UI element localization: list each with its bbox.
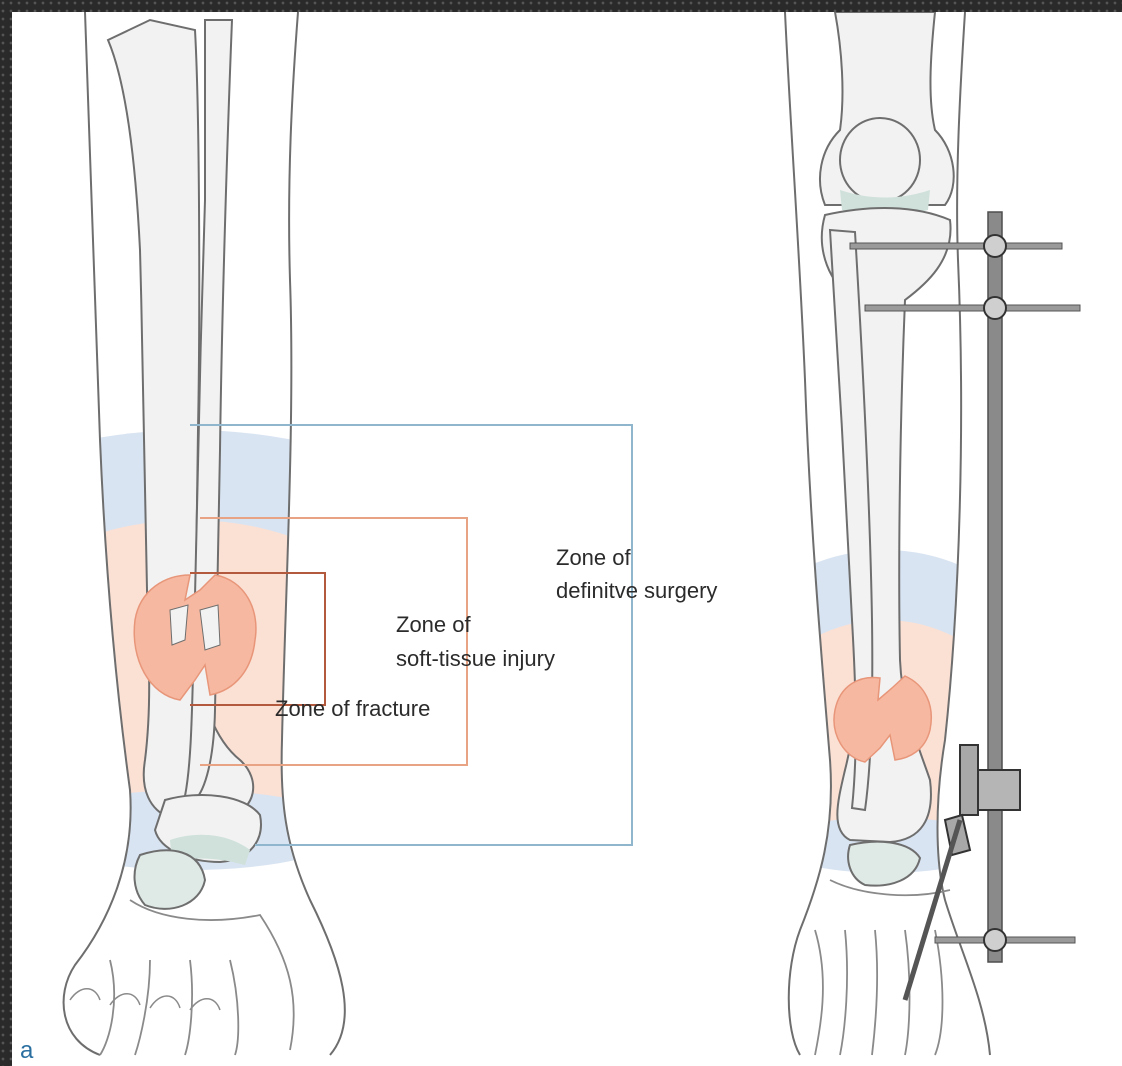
panel-label: a xyxy=(20,1037,34,1064)
clamp-3 xyxy=(984,929,1006,951)
label-definitive-2: definitve surgery xyxy=(556,578,717,603)
figure-canvas: Zone of definitve surgery Zone of soft-t… xyxy=(12,12,1122,1066)
leg-diagram: Zone of definitve surgery Zone of soft-t… xyxy=(12,12,1122,1066)
left-leg xyxy=(12,12,520,1066)
right-leg xyxy=(685,12,1085,1066)
clamp-2 xyxy=(984,297,1006,319)
clamp-4 xyxy=(975,770,1020,810)
label-fracture: Zone of fracture xyxy=(275,696,430,721)
label-soft-tissue-2: soft-tissue injury xyxy=(396,646,555,671)
clamp-1 xyxy=(984,235,1006,257)
label-soft-tissue-1: Zone of xyxy=(396,612,471,637)
pin-1 xyxy=(850,243,1062,249)
right-patella xyxy=(840,118,920,202)
pin-2 xyxy=(865,305,1080,311)
clamp-5 xyxy=(960,745,978,815)
label-definitive-1: Zone of xyxy=(556,545,631,570)
left-zones xyxy=(12,430,520,1066)
fixator-rod xyxy=(988,212,1002,962)
